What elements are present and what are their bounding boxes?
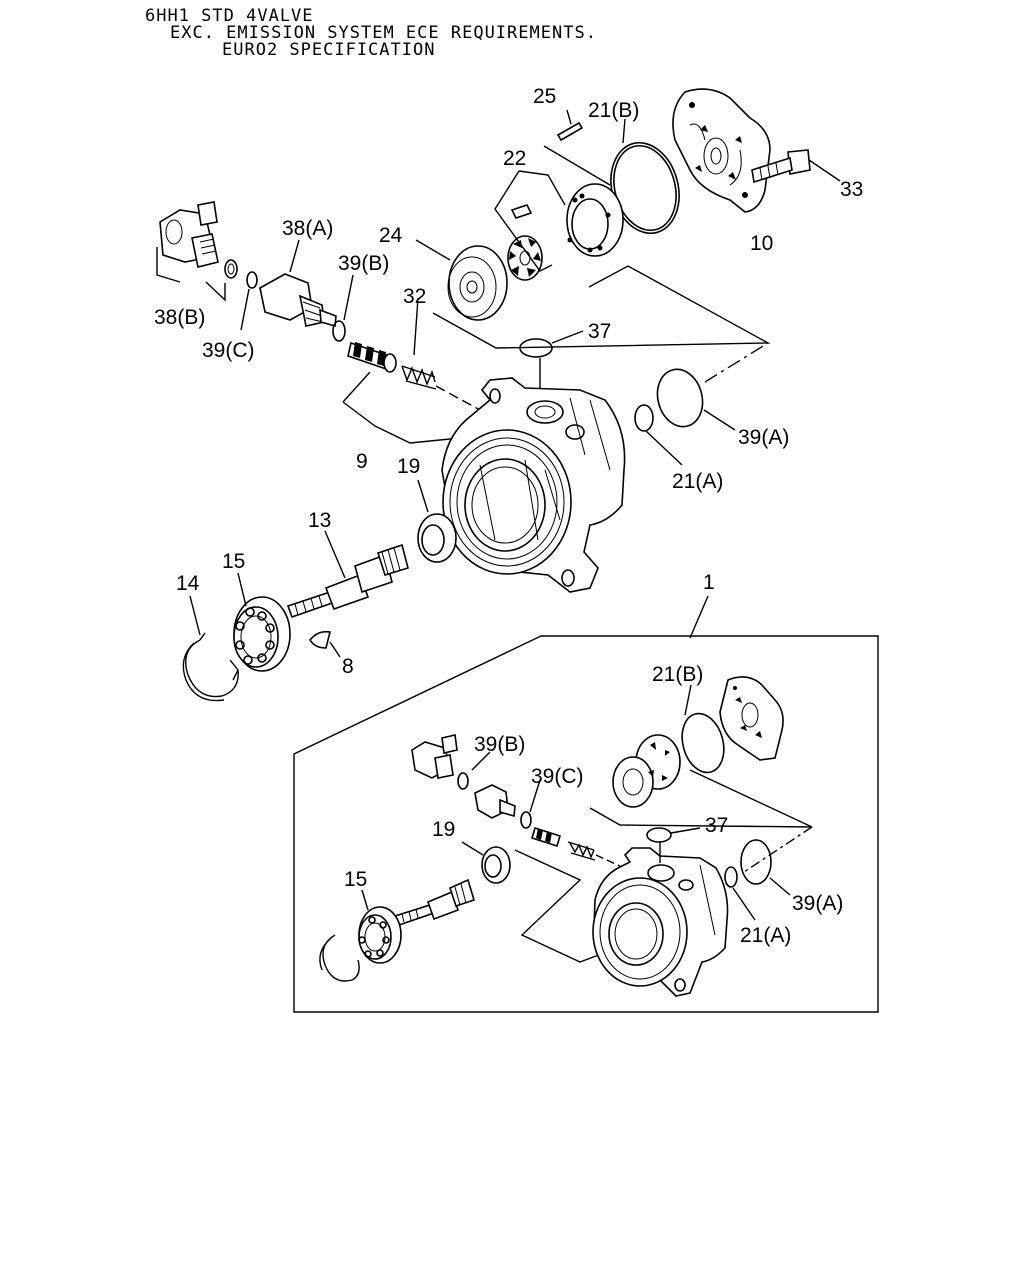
- pump-housing-part: [441, 377, 626, 593]
- callout-19-kit: 19: [432, 818, 455, 841]
- pressure-plate-part: [415, 239, 508, 321]
- callout-33: 33: [840, 178, 863, 201]
- bearing-part: [233, 572, 291, 672]
- spring-part: [401, 297, 437, 390]
- kit-snap-ring-part: [319, 934, 360, 982]
- o-ring-small: [246, 271, 258, 289]
- repair-kit-box: [293, 595, 879, 1013]
- callout-13: 13: [308, 509, 331, 532]
- callout-1: 1: [703, 571, 715, 594]
- header-line-3: EURO2 SPECIFICATION: [222, 40, 435, 60]
- callout-39c-kit: 39(C): [531, 765, 584, 788]
- kit-o-ring-21b: [681, 712, 725, 774]
- kit-end-plate-part: [719, 676, 784, 761]
- rotor-part: [507, 235, 543, 281]
- callout-14: 14: [176, 572, 200, 595]
- kit-union-fitting-part: [411, 734, 491, 790]
- vane-part: [510, 204, 533, 219]
- kit-o-ring-39a: [740, 839, 772, 885]
- connector-part: [259, 239, 337, 328]
- washer-part: [224, 259, 238, 279]
- end-plate-part: [672, 88, 771, 213]
- header-line-1: 6HH1 STD 4VALVE: [145, 6, 314, 26]
- callout-9: 9: [356, 450, 368, 473]
- callout-15-kit: 15: [344, 868, 367, 891]
- kit-bearing-part: [358, 889, 402, 964]
- callout-39a-top: 39(A): [738, 426, 789, 449]
- kit-cartridge-part: [589, 734, 813, 828]
- callout-10: 10: [750, 232, 773, 255]
- callout-39b-kit: 39(B): [474, 733, 525, 756]
- key-part: [309, 630, 341, 658]
- union-fitting-part: [156, 201, 226, 302]
- pin-part: [556, 109, 584, 142]
- callout-39b-top: 39(B): [338, 252, 389, 275]
- bolt-part: [751, 149, 841, 184]
- callout-38b: 38(B): [154, 306, 205, 329]
- callout-21a-kit: 21(A): [740, 924, 791, 947]
- callout-37-kit: 37: [705, 814, 728, 837]
- callout-15-top: 15: [222, 550, 245, 573]
- callout-39a-kit: 39(A): [792, 892, 843, 915]
- callout-21b-kit: 21(B): [652, 663, 703, 686]
- shaft-part: [286, 530, 409, 619]
- kit-connector-part: [474, 779, 541, 829]
- callout-8: 8: [342, 655, 354, 678]
- kit-bushing-part: [461, 841, 613, 963]
- kit-shaft-part: [393, 878, 475, 926]
- kit-valve-part: [531, 826, 621, 867]
- kit-pump-housing-part: [592, 847, 729, 997]
- bushing-part: [417, 479, 457, 563]
- flow-control-valve-part: [347, 341, 397, 373]
- callout-39c-top: 39(C): [202, 339, 255, 362]
- cam-ring-part: [566, 183, 624, 257]
- callout-21a-top: 21(A): [672, 470, 723, 493]
- callout-22: 22: [503, 147, 526, 170]
- header-line-2: EXC. EMISSION SYSTEM ECE REQUIREMENTS.: [170, 23, 597, 43]
- kit-o-ring-37: [646, 827, 672, 843]
- callout-21b-top: 21(B): [588, 99, 639, 122]
- callout-37-top: 37: [588, 320, 611, 343]
- snap-ring-part: [182, 595, 239, 702]
- kit-o-ring-21a: [724, 866, 738, 888]
- o-ring-21a: [634, 404, 654, 432]
- o-ring-37: [519, 338, 553, 358]
- callout-19-top: 19: [397, 455, 420, 478]
- o-ring-39b: [332, 320, 346, 342]
- o-ring-39a: [656, 368, 704, 428]
- callout-25: 25: [533, 85, 556, 108]
- callout-32: 32: [403, 285, 426, 308]
- callout-24: 24: [379, 224, 403, 247]
- callout-38a: 38(A): [282, 217, 333, 240]
